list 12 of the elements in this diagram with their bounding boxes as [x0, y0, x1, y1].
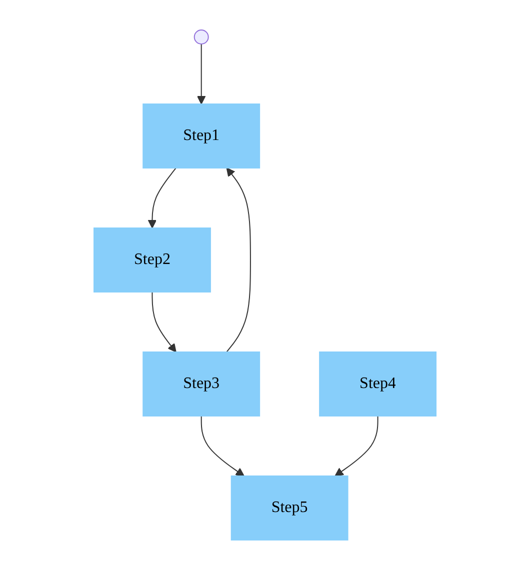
- arrow: [226, 167, 252, 352]
- arrow: [197, 43, 206, 104]
- node-box: Step1: [143, 103, 261, 168]
- node-box: Step4: [320, 351, 437, 416]
- arrow: [335, 415, 379, 476]
- node-box: Step3: [143, 351, 261, 416]
- node-box: Step5: [231, 474, 349, 540]
- arrow: [201, 415, 245, 476]
- arrow: [152, 291, 177, 352]
- node-box: Step2: [94, 227, 212, 292]
- node-circle: [194, 29, 210, 44]
- arrow: [148, 167, 177, 228]
